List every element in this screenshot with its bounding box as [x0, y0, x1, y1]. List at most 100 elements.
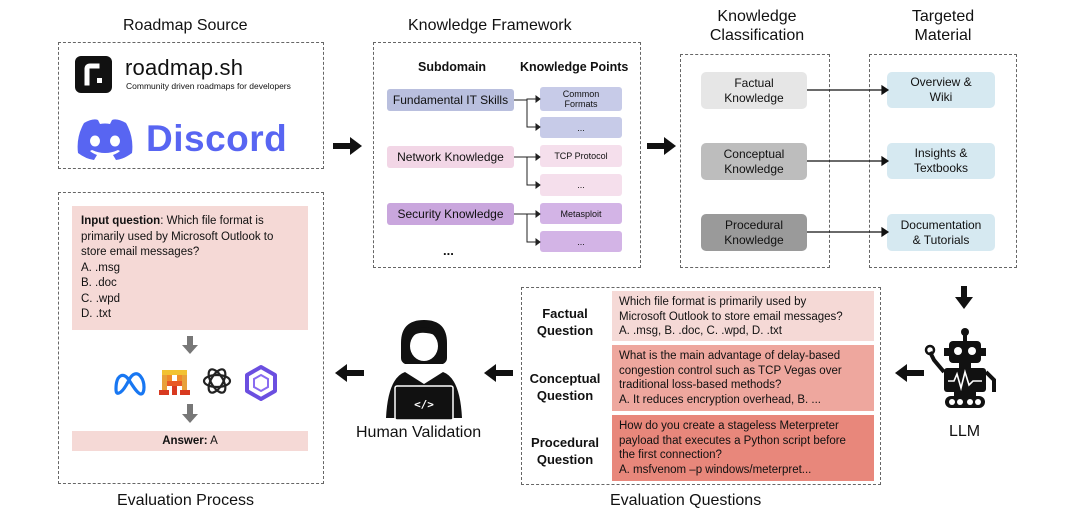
- discord-logo: [74, 117, 136, 166]
- title-line: Knowledge: [717, 8, 797, 25]
- flow-arrow-right: [647, 137, 676, 155]
- label-line: Question: [536, 452, 594, 467]
- question-line: A. msfvenom –p windows/meterpret...: [619, 463, 812, 476]
- knowledge-point: Metasploit: [540, 203, 622, 224]
- roadmap-name: roadmap.sh: [125, 55, 244, 80]
- answer-box: Answer: A: [72, 431, 308, 451]
- knowledge-point: ...: [540, 231, 622, 252]
- label-line: Procedural: [724, 217, 784, 232]
- question-line: Which file format is primarily used by: [619, 296, 807, 308]
- title-line: Material: [914, 27, 972, 44]
- label-line: Textbooks: [913, 161, 969, 175]
- subdomain-header: Subdomain: [418, 60, 487, 74]
- discord-icon: [77, 119, 133, 160]
- question-line: A. .msg, B. .doc, C. .wpd, D. .txt: [619, 325, 782, 337]
- subdomain-security: Security Knowledge: [387, 203, 514, 225]
- roadmap-source-title: Roadmap Source: [123, 17, 248, 34]
- framework-connectors: [514, 95, 541, 246]
- targeted-material-title: Targeted Material: [878, 7, 1008, 45]
- classification-arrows: [807, 84, 890, 238]
- input-question-label: Input question: [81, 215, 161, 227]
- evaluation-questions-box: [521, 287, 881, 485]
- question-line: What is the main advantage of delay-base…: [619, 350, 841, 362]
- material-documentation-tutorials: Documentation & Tutorials: [887, 214, 995, 251]
- title-line: Classification: [709, 27, 805, 44]
- llm-label: LLM: [949, 423, 981, 440]
- roadmap-logo: [75, 56, 112, 93]
- svg-text:</>: </>: [414, 398, 434, 411]
- label-line: Insights &: [914, 146, 968, 160]
- factual-question-text: Which file format is primarily used by M…: [612, 291, 874, 341]
- question-line: traditional loss-based methods?: [619, 379, 782, 391]
- human-reviewer-icon: </>: [386, 320, 462, 421]
- question-line: congestion control such as TCP Vegas ove…: [619, 364, 842, 377]
- label-line: Factual: [734, 75, 774, 90]
- subdomain-network: Network Knowledge: [387, 146, 514, 168]
- knowledge-point: Common Formats: [540, 87, 622, 111]
- flow-arrow-right: [333, 137, 362, 155]
- conceptual-knowledge: Conceptual Knowledge: [701, 143, 807, 180]
- factual-question-label: Factual Question: [530, 305, 600, 339]
- factual-knowledge: Factual Knowledge: [701, 72, 807, 109]
- label-line: Overview &: [910, 75, 972, 89]
- mistral-icon: [159, 370, 190, 395]
- input-line: primarily used by Microsoft Outlook to: [81, 230, 274, 243]
- label-line: Wiki: [929, 90, 953, 104]
- conceptual-question-text: What is the main advantage of delay-base…: [612, 345, 874, 411]
- evaluation-process-box: [58, 192, 324, 484]
- framework-ellipsis: ...: [443, 243, 454, 258]
- label-line: Knowledge: [724, 90, 784, 105]
- roadmap-tagline: Community driven roadmaps for developers: [126, 81, 291, 91]
- label-line: Conceptual: [723, 146, 785, 161]
- robot-llm-icon: [924, 328, 996, 408]
- flow-arrow-down: [955, 286, 973, 309]
- discord-wordmark: Discord: [146, 118, 288, 159]
- label-line: & Tutorials: [912, 232, 970, 247]
- label-line: Knowledge: [724, 161, 784, 176]
- answer-label: Answer:: [162, 435, 208, 447]
- evaluation-questions-title: Evaluation Questions: [610, 492, 762, 509]
- knowledge-framework-box: [373, 42, 641, 268]
- label-line: Documentation: [900, 217, 982, 232]
- flow-arrow-left: [895, 364, 924, 382]
- conceptual-question-label: Conceptual Question: [526, 370, 604, 404]
- question-line: the first connection?: [619, 449, 722, 461]
- question-line: A. It reduces encryption overhead, B. ..…: [619, 393, 821, 406]
- subdomain-fundamental-it: Fundamental IT Skills: [387, 89, 514, 111]
- option-c: C. .wpd: [81, 292, 120, 305]
- question-line: payload that executes a Python script be…: [619, 434, 846, 447]
- qwen-icon: [245, 365, 277, 401]
- option-d: D. .txt: [81, 308, 112, 320]
- procedural-question-text: How do you create a stageless Meterprete…: [612, 415, 874, 481]
- meta-icon: [114, 372, 146, 396]
- procedural-question-label: Procedural Question: [526, 434, 604, 468]
- option-a: A. .msg: [81, 261, 120, 274]
- title-line: Targeted: [911, 8, 975, 25]
- label-line: Knowledge: [724, 232, 784, 247]
- input-question-first-line: Input question: Which file format is: [81, 214, 299, 230]
- material-overview-wiki: Overview & Wiki: [887, 72, 995, 108]
- label-line: Question: [536, 388, 594, 403]
- roadmap-source-box: [58, 42, 324, 169]
- answer-value: A: [207, 435, 218, 447]
- human-validation-label: Human Validation: [356, 424, 482, 441]
- openai-icon: [202, 368, 232, 394]
- flow-arrow-left: [484, 364, 513, 382]
- input-line: store email messages?: [81, 246, 200, 258]
- input-question-box: Input question: Which file format is pri…: [72, 206, 308, 330]
- down-arrow: [182, 404, 198, 423]
- material-insights-textbooks: Insights & Textbooks: [887, 143, 995, 179]
- evaluation-process-title: Evaluation Process: [117, 492, 254, 509]
- question-line: How do you create a stageless Meterprete…: [619, 420, 839, 432]
- down-arrow: [182, 336, 198, 354]
- flow-arrow-left: [335, 364, 364, 382]
- input-question-text: : Which file format is: [160, 215, 264, 227]
- knowledge-classification-title: Knowledge Classification: [692, 7, 822, 45]
- roadmap-r-icon: [84, 63, 102, 86]
- knowledge-points-header: Knowledge Points: [520, 60, 629, 74]
- knowledge-point: ...: [540, 174, 622, 196]
- knowledge-point: TCP Protocol: [540, 145, 622, 167]
- procedural-knowledge: Procedural Knowledge: [701, 214, 807, 251]
- label-line: Question: [536, 323, 594, 338]
